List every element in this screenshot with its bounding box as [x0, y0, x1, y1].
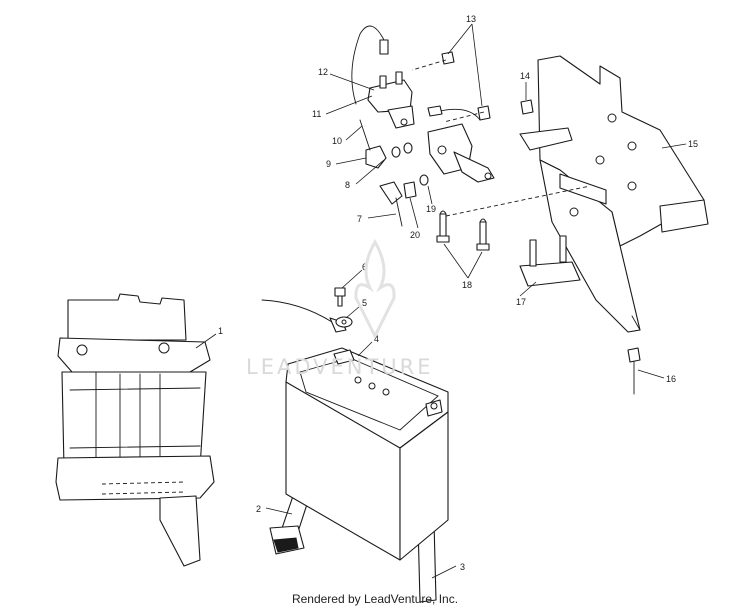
callout-20: 20	[410, 230, 420, 240]
terminal-bolt	[334, 287, 346, 307]
render-credit: Rendered by LeadVenture, Inc.	[291, 592, 459, 606]
callout-11: 11	[312, 109, 321, 119]
callout-3: 3	[460, 562, 465, 572]
bolts	[436, 210, 490, 251]
hex-nut	[403, 181, 417, 199]
starter-solenoid	[427, 105, 495, 183]
watermark-logo-icon	[354, 238, 396, 338]
mount-nut	[520, 99, 534, 115]
callout-5: 5	[362, 298, 367, 308]
callout-labels: 1 2 3 4 5 6 7 8 9 10 11 12 13 14 15 16 1…	[218, 14, 698, 572]
callout-13: 13	[466, 14, 476, 24]
callout-10: 10	[332, 136, 342, 146]
rivet	[627, 347, 641, 395]
callout-16: 16	[666, 374, 676, 384]
leader-lines	[195, 23, 687, 579]
mounting-plate	[519, 235, 581, 287]
callout-17: 17	[516, 297, 526, 307]
watermark: LEADVENTURE	[246, 355, 434, 379]
relay-module	[351, 25, 415, 129]
solenoid-lead	[379, 181, 403, 227]
callout-14: 14	[520, 71, 530, 81]
washers	[391, 142, 429, 186]
battery	[285, 347, 449, 561]
callout-15: 15	[688, 139, 698, 149]
callout-19: 19	[426, 204, 436, 214]
callout-8: 8	[345, 180, 350, 190]
callout-2: 2	[256, 504, 261, 514]
callout-9: 9	[326, 159, 331, 169]
top-nuts	[441, 51, 491, 121]
battery-cable	[261, 299, 353, 333]
terminal-boot	[359, 119, 387, 169]
callout-6: 6	[362, 262, 367, 272]
callout-1: 1	[218, 326, 223, 336]
callout-18: 18	[462, 280, 472, 290]
callout-7: 7	[357, 214, 362, 224]
callout-12: 12	[318, 67, 328, 77]
battery-box	[55, 293, 215, 567]
callout-4: 4	[374, 334, 379, 344]
mounting-bracket	[519, 55, 709, 333]
